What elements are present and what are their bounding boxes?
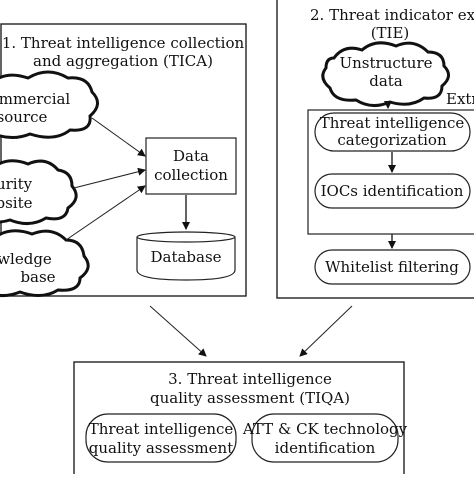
data-collection-line2: collection	[154, 166, 228, 184]
cloud-shape	[0, 70, 99, 139]
cloud-label-line2: source	[0, 108, 48, 126]
arrow-tie-to-tiqa	[299, 305, 353, 357]
tie-title-line2: (TIE)	[371, 24, 410, 42]
tica-title-line1: 1. Threat intelligence collection	[2, 34, 245, 52]
tica-module: 1. Threat intelligence collection and ag…	[0, 23, 247, 297]
quality-assessment-line2: quality assessment	[89, 439, 233, 457]
cylinder-body	[136, 237, 236, 281]
extraction-label: Extr	[446, 90, 474, 108]
data-collection-box	[145, 137, 237, 195]
categorization-line2: categorization	[337, 131, 447, 149]
cloud-shape	[0, 229, 90, 297]
whitelist-label: Whitelist filtering	[325, 258, 459, 276]
quality-assessment-box	[85, 413, 237, 463]
commercial-source-cloud: ommercial source	[0, 70, 99, 139]
cylinder-top	[136, 231, 236, 243]
tiqa-module: 3. Threat intelligence quality assessmen…	[73, 361, 408, 477]
tie-module: 2. Threat indicator extracto (TIE) Unstr…	[276, 0, 474, 299]
tie-title-line1: 2. Threat indicator extracto	[310, 6, 474, 24]
tica-title-line2: and aggregation (TICA)	[33, 52, 213, 70]
attck-identification-line2: identification	[275, 439, 376, 457]
cloud-label-line1: urity	[0, 175, 33, 193]
iocs-step	[314, 173, 471, 209]
arrow-tica-to-tiqa	[149, 305, 207, 357]
arrow-knowledge-to-collection	[65, 185, 146, 241]
attck-identification-line1: ATT & CK technology	[242, 420, 408, 438]
database-cylinder: Database	[136, 231, 236, 281]
whitelist-step	[314, 249, 471, 285]
cloud-label-line1: owledge	[0, 250, 52, 268]
quality-assessment-line1: Threat intelligence	[89, 420, 234, 438]
tiqa-title-line2: quality assessment (TIQA)	[150, 389, 350, 407]
cloud-label-line2: base	[20, 268, 55, 286]
tiqa-title-line1: 3. Threat intelligence	[168, 370, 332, 388]
cloud-label-line2: data	[369, 72, 403, 90]
database-label: Database	[150, 248, 221, 266]
categorization-line1: Threat intelligence	[320, 114, 465, 132]
categorization-step	[314, 112, 471, 152]
security-website-cloud: urity bsite	[0, 159, 78, 225]
arrow-commercial-to-collection	[91, 117, 146, 157]
unstructured-data-cloud: Unstructure data	[321, 41, 450, 107]
iocs-label: IOCs identification	[321, 182, 464, 200]
cloud-shape	[321, 41, 450, 107]
cloud-label-line1: ommercial	[0, 90, 70, 108]
arrow-security-to-collection	[73, 167, 146, 189]
cloud-label-line2: bsite	[0, 194, 33, 212]
knowledge-base-cloud: owledge base	[0, 229, 90, 297]
data-collection-line1: Data	[173, 147, 209, 165]
cloud-shape	[0, 159, 78, 225]
attck-identification-box	[251, 413, 399, 463]
cloud-label-line1: Unstructure	[340, 54, 433, 72]
